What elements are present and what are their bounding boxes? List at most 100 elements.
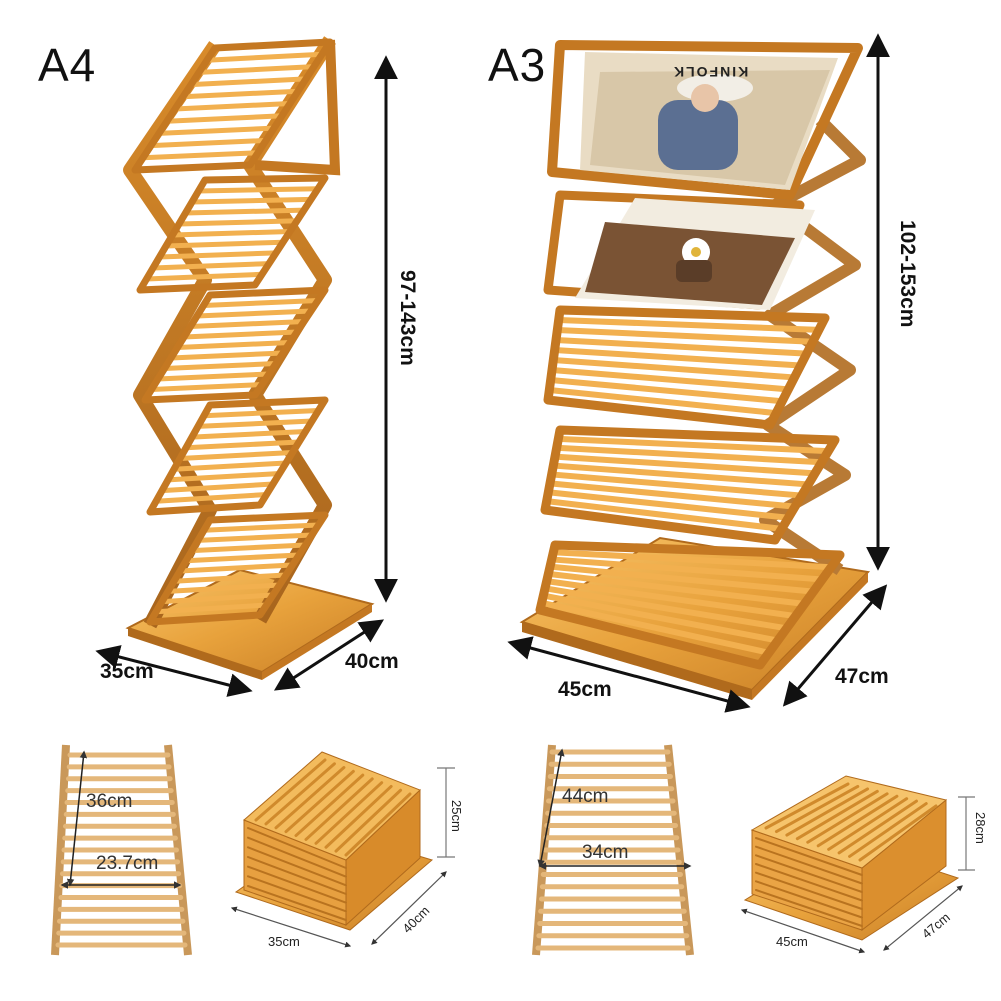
- a3-shelf-width-label: 34cm: [582, 842, 629, 863]
- bamboo-slat: [183, 552, 302, 564]
- bamboo-slat: [177, 562, 295, 574]
- bamboo-slat: [164, 113, 285, 124]
- shelf-frame: [136, 174, 329, 294]
- a4-title: A4: [38, 39, 97, 91]
- magazine-flower: [575, 198, 815, 310]
- bamboo-slat: [201, 408, 321, 419]
- bamboo-slat: [171, 572, 289, 584]
- a3-folded-height-label: 28cm: [973, 812, 988, 844]
- a3-depth-arrow: [782, 584, 888, 707]
- bamboo-slat: [755, 854, 863, 893]
- bamboo-slat: [550, 549, 835, 571]
- a4-height-label: 97-143cm: [396, 270, 419, 366]
- bamboo-slat: [155, 371, 272, 382]
- bamboo-slat: [764, 782, 850, 830]
- bamboo-slat: [837, 799, 918, 855]
- bamboo-slat: [795, 789, 879, 841]
- bamboo-slat: [334, 788, 403, 853]
- bamboo-slat: [149, 382, 265, 392]
- bamboo-slat: [204, 51, 325, 63]
- bamboo-slat: [144, 271, 265, 282]
- bamboo-slat: [181, 329, 300, 340]
- bamboo-slat: [201, 522, 321, 533]
- bamboo-slat: [247, 846, 347, 887]
- bamboo-slat: [555, 435, 832, 455]
- bamboo-slat: [755, 871, 863, 910]
- bamboo-slat: [547, 563, 817, 595]
- a4-folded-width-label: 35cm: [268, 934, 300, 949]
- bamboo-slat: [165, 471, 282, 483]
- a3-shelf-closeup: [515, 744, 695, 956]
- bamboo-slat: [159, 481, 276, 494]
- bamboo-slat: [543, 498, 785, 532]
- bamboo-slat: [171, 460, 289, 472]
- bamboo-slat: [165, 582, 282, 594]
- bamboo-slat: [196, 64, 317, 75]
- bamboo-slat: [294, 773, 365, 838]
- a4-shelf-length-label: 36cm: [86, 791, 133, 812]
- bamboo-slat: [858, 804, 938, 862]
- a3-depth-label: 47cm: [835, 665, 889, 688]
- bamboo-slat: [550, 462, 812, 488]
- shelf-frame: [131, 38, 334, 174]
- bamboo-slat: [201, 298, 321, 308]
- bamboo-slat: [254, 758, 327, 822]
- magazine-brand: KINFOLK: [672, 64, 749, 80]
- bamboo-slat: [247, 865, 347, 904]
- bamboo-slat: [196, 186, 321, 194]
- bamboo-slat: [816, 794, 899, 848]
- bamboo-slat: [153, 492, 269, 504]
- bamboo-slat: [540, 592, 781, 644]
- a4-shelf-width-label: 23.7cm: [96, 853, 159, 874]
- bamboo-slat: [183, 207, 307, 216]
- shelf-frame: [543, 305, 830, 430]
- a4-depth-label: 40cm: [345, 650, 399, 673]
- bamboo-slat: [180, 88, 301, 100]
- a4-folded: [230, 751, 455, 948]
- bamboo-slat: [163, 239, 286, 249]
- magazine-kinfolk: [580, 52, 838, 190]
- a4-rack: [123, 36, 375, 680]
- bamboo-slat: [162, 361, 279, 371]
- bamboo-slat: [755, 863, 863, 902]
- a4-depth-arrow: [273, 619, 385, 691]
- bamboo-slat: [177, 450, 295, 461]
- bamboo-slat: [806, 792, 889, 844]
- bamboo-slat: [189, 429, 308, 440]
- bamboo-slat: [543, 578, 799, 620]
- bamboo-slat: [247, 836, 347, 878]
- shelf-frame: [146, 511, 329, 626]
- bamboo-slat: [168, 350, 286, 361]
- bamboo-slat: [247, 875, 347, 913]
- bamboo-slat: [183, 439, 302, 451]
- shelf-frame: [535, 540, 845, 670]
- bamboo-slat: [344, 792, 412, 857]
- bamboo-slat: [159, 592, 276, 605]
- bamboo-slat: [247, 827, 347, 869]
- a4-width-label: 35cm: [100, 660, 154, 683]
- shelf-frame: [540, 425, 840, 545]
- bamboo-slat: [546, 387, 780, 417]
- bamboo-slat: [148, 137, 269, 149]
- a3-folded: [740, 775, 975, 954]
- bamboo-slat: [304, 777, 374, 841]
- bamboo-slat: [188, 76, 309, 88]
- bamboo-slat: [755, 845, 863, 885]
- a3-width-arrow: [507, 636, 751, 713]
- bamboo-slat: [153, 602, 269, 615]
- bamboo-slat: [274, 766, 346, 830]
- bamboo-slat: [189, 196, 314, 205]
- bamboo-slat: [550, 357, 798, 381]
- shelf-frame: [146, 396, 329, 516]
- bamboo-slat: [548, 471, 805, 499]
- bamboo-slat: [547, 377, 786, 405]
- bamboo-slat: [553, 444, 825, 466]
- a3-height-label: 102-153cm: [896, 220, 919, 328]
- bamboo-slat: [545, 489, 792, 521]
- bamboo-slat: [774, 784, 860, 834]
- a3-folded-width-label: 45cm: [776, 934, 808, 949]
- a4-shelf-closeup: [48, 744, 208, 956]
- bamboo-slat: [188, 319, 307, 329]
- bamboo-slat: [324, 784, 393, 849]
